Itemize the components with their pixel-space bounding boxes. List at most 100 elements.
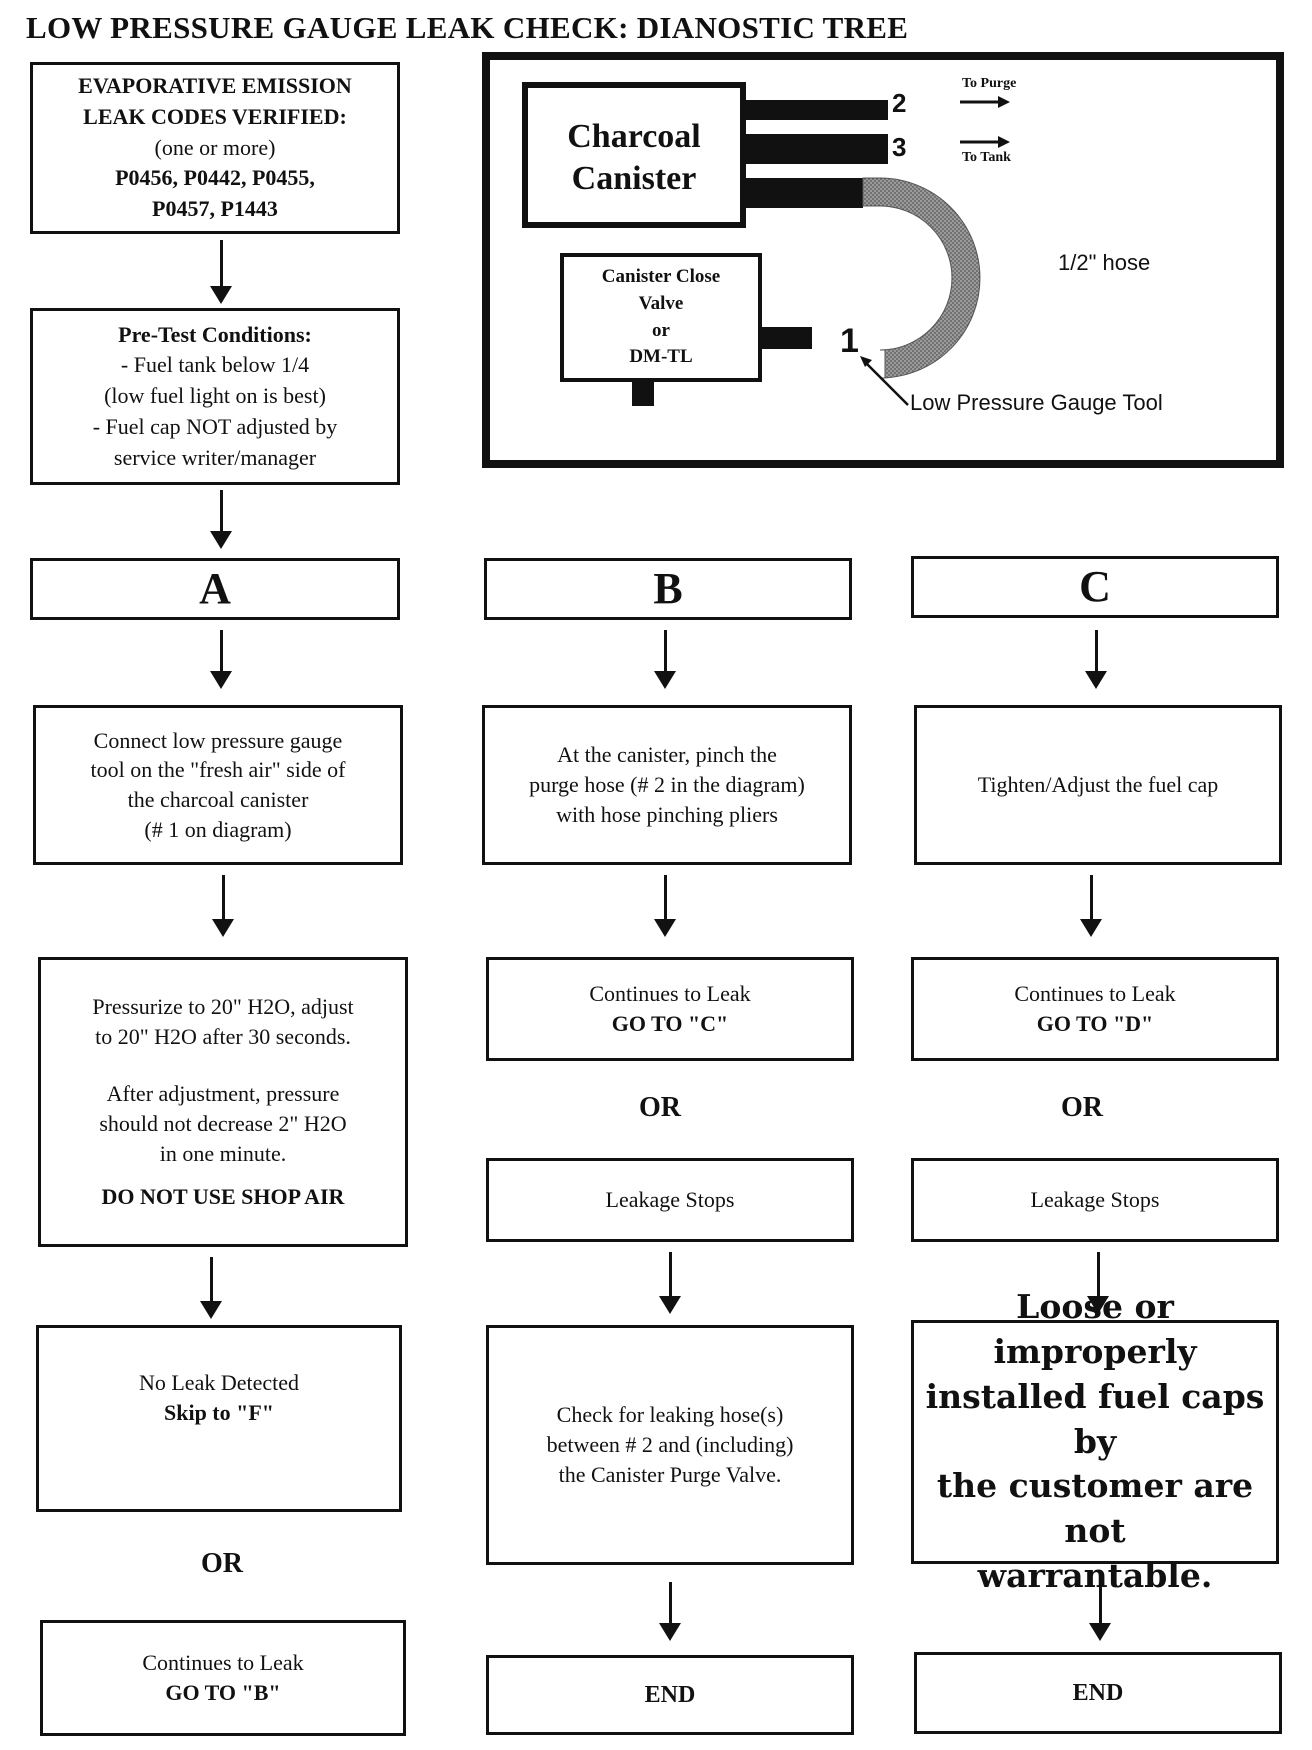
a-step2-l1: Pressurize to 20" H2O, adjust [92,993,354,1019]
a-step1-l1: Connect low pressure gauge [93,727,343,753]
codes-line3: (one or more) [154,134,276,160]
b-step1-l2: purge hose (# 2 in the diagram) [529,772,805,798]
arrow-c-2 [1080,875,1102,937]
c-end-label: END [1072,1679,1124,1706]
pretest-line3: - Fuel cap NOT adjusted by [92,413,338,439]
b-end-box: END [486,1655,854,1735]
arrow-b-2 [654,875,676,937]
b-step1-l1: At the canister, pinch the [557,742,777,768]
arrow-codes-to-pretest [210,240,232,304]
a-continues-box: Continues to Leak GO TO "B" [40,1620,406,1736]
a-step2-l3: After adjustment, pressure [106,1081,340,1107]
c-step1-box: Tighten/Adjust the fuel cap [914,705,1282,865]
b-continues-box: Continues to Leak GO TO "C" [486,957,854,1061]
valve-side-stub [760,327,812,349]
pretest-line2: (low fuel light on is best) [104,383,326,409]
page-title: LOW PRESSURE GAUGE LEAK CHECK: DIANOSTIC… [26,10,909,45]
a-cont-l2: GO TO "B" [165,1680,281,1705]
canister-diagram: Charcoal Canister 2 To Purge 3 To Tank 1… [482,52,1284,468]
codes-verified-box: EVAPORATIVE EMISSION LEAK CODES VERIFIED… [30,62,400,234]
hose-label: 1/2" hose [1058,250,1151,275]
b-stops-label: Leakage Stops [605,1187,735,1213]
codes-line1: EVAPORATIVE EMISSION [78,73,352,98]
port1-number: 1 [840,322,859,360]
c-note-l3: the customer are not [936,1466,1254,1551]
valve-line1: Canister Close [601,266,721,288]
arrow-a-2 [212,875,234,937]
port2-number: 2 [892,88,907,118]
a-or-label: OR [201,1548,243,1579]
c-or-label: OR [1061,1092,1103,1123]
a-noleak-l2: Skip to "F" [163,1399,274,1425]
a-step2-l2: to 20" H2O after 30 seconds. [95,1023,351,1049]
arrow-b-3 [659,1252,681,1314]
canister-line1: Charcoal [567,117,701,155]
a-step1-box: Connect low pressure gauge tool on the "… [33,705,403,865]
c-end-box: END [914,1652,1282,1734]
valve-line4: DM-TL [629,346,693,368]
arrow-b-4 [659,1582,681,1641]
port3-number: 3 [892,132,907,162]
close-valve-body [560,253,762,382]
pretest-line4: service writer/manager [113,444,317,470]
b-check-l1: Check for leaking hose(s) [556,1402,784,1428]
a-step1-l2: tool on the "fresh air" side of [90,757,346,783]
a-step2-l5: in one minute. [159,1140,287,1166]
codes-line4: P0456, P0442, P0455, [115,165,315,191]
arrow-b-1 [654,630,676,689]
codes-line5: P0457, P1443 [152,196,278,222]
c-cont-l1: Continues to Leak [1014,981,1176,1007]
b-check-l3: the Canister Purge Valve. [558,1461,782,1487]
canister-line2: Canister [571,160,697,197]
b-check-l2: between # 2 and (including) [546,1432,794,1458]
c-step1-label: Tighten/Adjust the fuel cap [977,772,1219,798]
half-inch-hose [862,177,981,379]
c-note-l1: Loose or improperly [993,1286,1197,1371]
gauge-tool-label: Low Pressure Gauge Tool [910,390,1163,415]
a-step1-l3: the charcoal canister [127,787,309,812]
column-b-header: B [484,558,852,620]
a-step2-warning: DO NOT USE SHOP AIR [101,1184,345,1210]
b-step1-l3: with hose pinching pliers [556,801,778,827]
codes-line2: LEAK CODES VERIFIED: [83,103,347,129]
c-note-l4: warrantable. [977,1556,1213,1596]
arrow-a-1 [210,630,232,689]
arrow-c-4 [1089,1582,1111,1641]
port1-tube [743,178,863,208]
b-cont-l1: Continues to Leak [589,981,751,1007]
arrow-pretest-to-a [210,490,232,549]
c-stops-label: Leakage Stops [1030,1187,1160,1213]
a-step1-l4: (# 1 on diagram) [144,816,292,842]
port3-tube [743,134,888,164]
b-cont-l2: GO TO "C" [611,1011,729,1036]
canister-label: Charcoal Canister [525,88,743,228]
valve-label: Canister Close Valve or DM-TL [562,255,760,380]
b-or-label: OR [639,1092,681,1123]
arrow-c-1 [1085,630,1107,689]
arrow-c-3 [1087,1252,1109,1314]
canister-body [522,82,746,228]
valve-line2: Valve [638,292,684,314]
port3-label: To Tank [962,150,1011,165]
diagram-svg [522,82,1010,406]
b-check-box: Check for leaking hose(s) between # 2 an… [486,1325,854,1565]
b-stops-box: Leakage Stops [486,1158,854,1242]
valve-line3: or [652,319,670,341]
a-step2-box: Pressurize to 20" H2O, adjust to 20" H2O… [38,957,408,1247]
a-cont-l1: Continues to Leak [142,1650,304,1676]
arrow-a-3 [200,1257,222,1319]
port2-label: To Purge [962,76,1017,91]
c-warranty-note-box: Loose or improperly installed fuel caps … [911,1287,1279,1595]
c-note-l2: installed fuel caps by [925,1376,1265,1461]
port2-tube [743,100,888,120]
c-continues-box: Continues to Leak GO TO "D" [911,957,1279,1061]
c-cont-l2: GO TO "D" [1036,1011,1154,1036]
pretest-line1: - Fuel tank below 1/4 [120,352,310,378]
b-end-label: END [644,1681,696,1708]
a-noleak-l1: No Leak Detected [138,1370,300,1395]
b-step1-box: At the canister, pinch the purge hose (#… [482,705,852,865]
pretest-box: Pre-Test Conditions: - Fuel tank below 1… [30,308,400,485]
gauge-tool-pointer [864,361,909,406]
a-noleak-box: No Leak Detected Skip to "F" [36,1325,402,1512]
column-a-header: A [30,558,400,620]
